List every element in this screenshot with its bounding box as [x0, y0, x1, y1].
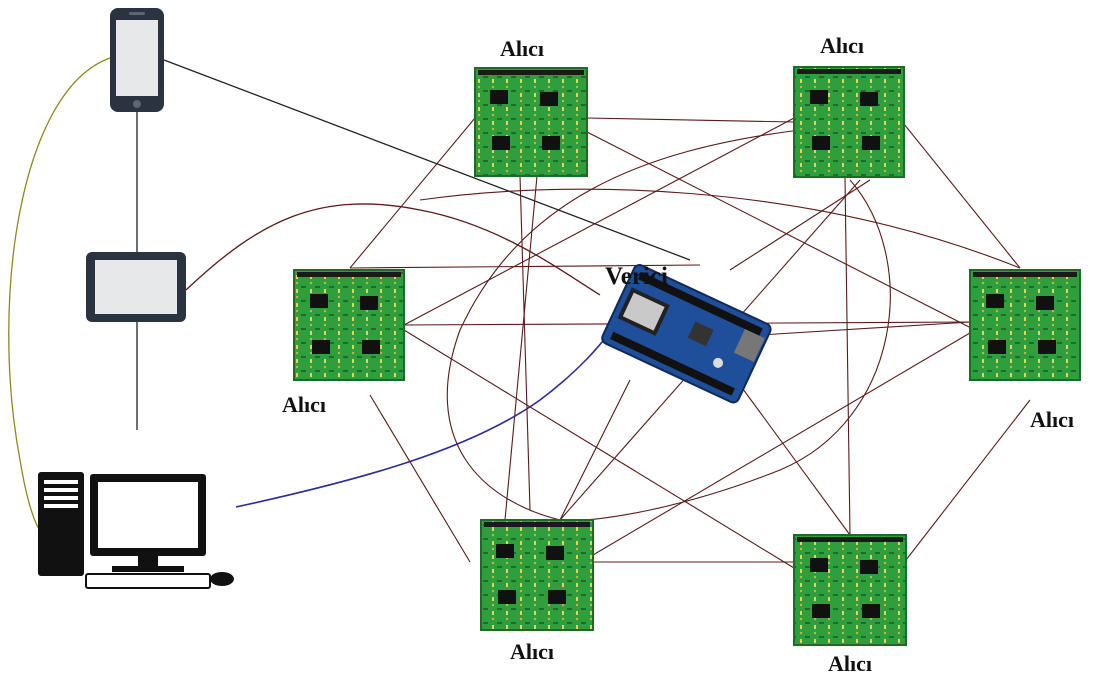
- receiver-pcbs: [293, 66, 1081, 646]
- receiver-label-top-right: Alıcı: [820, 33, 864, 58]
- mesh-link: [844, 177, 851, 536]
- receiver-pcb-bottom-left: [480, 519, 594, 631]
- transmitter-board: [601, 264, 772, 404]
- mesh-link: [586, 131, 976, 331]
- mesh-link: [369, 394, 471, 563]
- receiver-pcb-bottom-right: [793, 534, 907, 646]
- receiver-label-right: Alıcı: [1030, 407, 1074, 432]
- mesh-link: [729, 179, 871, 271]
- mesh-link: [559, 379, 631, 521]
- mesh-curve: [579, 179, 891, 521]
- tablet-icon: [86, 252, 186, 322]
- phone-transmitter-link: [163, 59, 691, 261]
- mesh-link: [519, 175, 531, 511]
- desktop-computer-icon: [38, 472, 234, 589]
- mesh-link: [905, 399, 1031, 561]
- receiver-label-bottom-left: Alıcı: [510, 639, 554, 664]
- smartphone-icon: [110, 8, 164, 112]
- receiver-label-bottom-right: Alıcı: [828, 651, 872, 676]
- mesh-curve: [446, 129, 801, 521]
- mesh-link: [903, 123, 1021, 269]
- mesh-curve: [419, 188, 1021, 269]
- mesh-link: [586, 117, 795, 123]
- mesh-link: [759, 321, 971, 336]
- transmitter-label: Verici: [605, 263, 668, 290]
- usb-cable-link: [235, 329, 613, 508]
- mesh-link: [739, 384, 851, 536]
- mesh-link: [403, 117, 795, 326]
- receiver-pcb-top-right: [793, 66, 905, 178]
- mesh-link: [592, 329, 976, 556]
- receiver-label-top-left: Alıcı: [500, 36, 544, 61]
- mesh-link: [349, 117, 476, 269]
- phone-desktop-link: [8, 57, 111, 531]
- tablet-transmitter-link: [185, 203, 601, 296]
- receiver-pcb-right: [969, 269, 1081, 381]
- receiver-pcb-left: [293, 269, 405, 381]
- links-layer: [8, 57, 1031, 569]
- mesh-link: [403, 329, 795, 569]
- mesh-link: [504, 175, 538, 521]
- receiver-pcb-top-left: [474, 67, 588, 177]
- receiver-label-left: Alıcı: [282, 392, 326, 417]
